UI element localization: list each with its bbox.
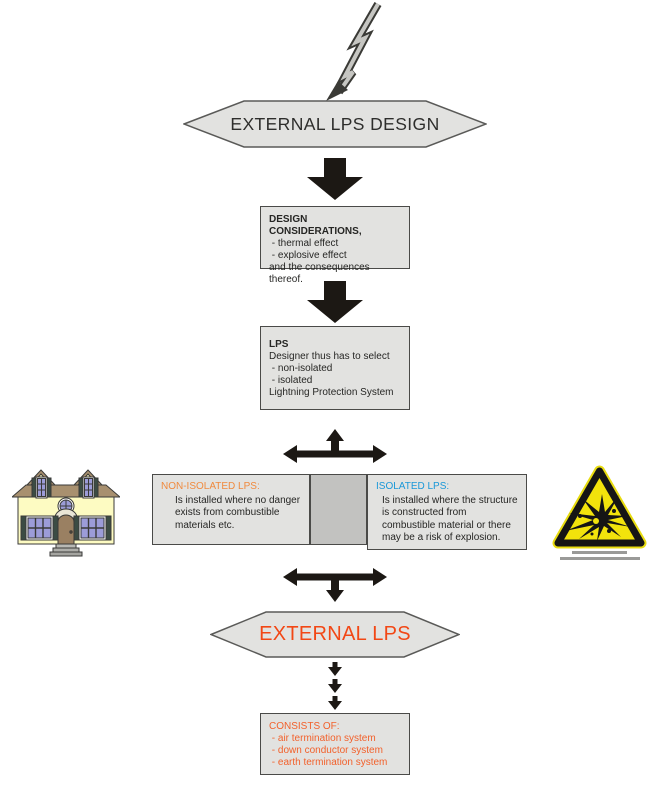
list-line: Designer thus has to select — [269, 351, 390, 362]
isolated-body: Is installed where the structure is cons… — [382, 494, 518, 544]
non-isolated-lps-box: NON-ISOLATED LPS: Is installed where no … — [152, 474, 310, 545]
top-hexagon-label: EXTERNAL LPS DESIGN — [230, 113, 440, 134]
list-line: Lightning Protection System — [269, 387, 394, 398]
list-line: - earth termination system — [269, 757, 388, 768]
lps-lines: Designer thus has to select - non-isolat… — [269, 351, 401, 399]
hexagon-shape — [210, 611, 460, 658]
hexagon-shape — [183, 100, 487, 148]
list-line: - air termination system — [269, 733, 376, 744]
lps-heading: LPS — [269, 339, 289, 350]
double-arrow-up-branch-icon — [283, 429, 387, 465]
list-line: and the consequences thereof. — [269, 262, 373, 285]
block-down-arrow-icon — [307, 281, 363, 323]
consists-of-items: - air termination system - down conducto… — [269, 733, 401, 769]
triple-chevron-down-icon — [327, 662, 343, 712]
house-icon — [12, 466, 120, 558]
list-line: - thermal effect — [269, 238, 339, 249]
external-lps-design-hexagon: EXTERNAL LPS DESIGN — [183, 100, 487, 148]
design-considerations-heading: DESIGN CONSIDERATIONS, — [269, 214, 362, 237]
list-line: - non-isolated — [269, 363, 333, 374]
isolated-heading: ISOLATED LPS: — [376, 481, 450, 492]
block-down-arrow-icon — [307, 158, 363, 200]
list-line: - explosive effect — [269, 250, 347, 261]
center-spacer-box — [310, 474, 367, 545]
isolated-lps-box: ISOLATED LPS: Is installed where the str… — [367, 474, 527, 550]
double-arrow-down-branch-icon — [283, 566, 387, 602]
non-isolated-heading: NON-ISOLATED LPS: — [161, 481, 260, 492]
non-isolated-body: Is installed where no danger exists from… — [175, 494, 301, 531]
consists-of-box: CONSISTS OF: - air termination system - … — [260, 713, 410, 775]
bottom-hexagon-label: EXTERNAL LPS — [259, 623, 411, 645]
consists-of-heading: CONSISTS OF: — [269, 721, 340, 732]
lightning-bolt-icon — [312, 2, 392, 102]
list-line: - isolated — [269, 375, 313, 386]
lps-selection-box: LPS Designer thus has to select - non-is… — [260, 326, 410, 410]
list-line: - down conductor system — [269, 745, 383, 756]
design-considerations-box: DESIGN CONSIDERATIONS, - thermal effect … — [260, 206, 410, 285]
external-lps-hexagon: EXTERNAL LPS — [210, 611, 460, 658]
explosion-warning-icon — [552, 464, 647, 561]
